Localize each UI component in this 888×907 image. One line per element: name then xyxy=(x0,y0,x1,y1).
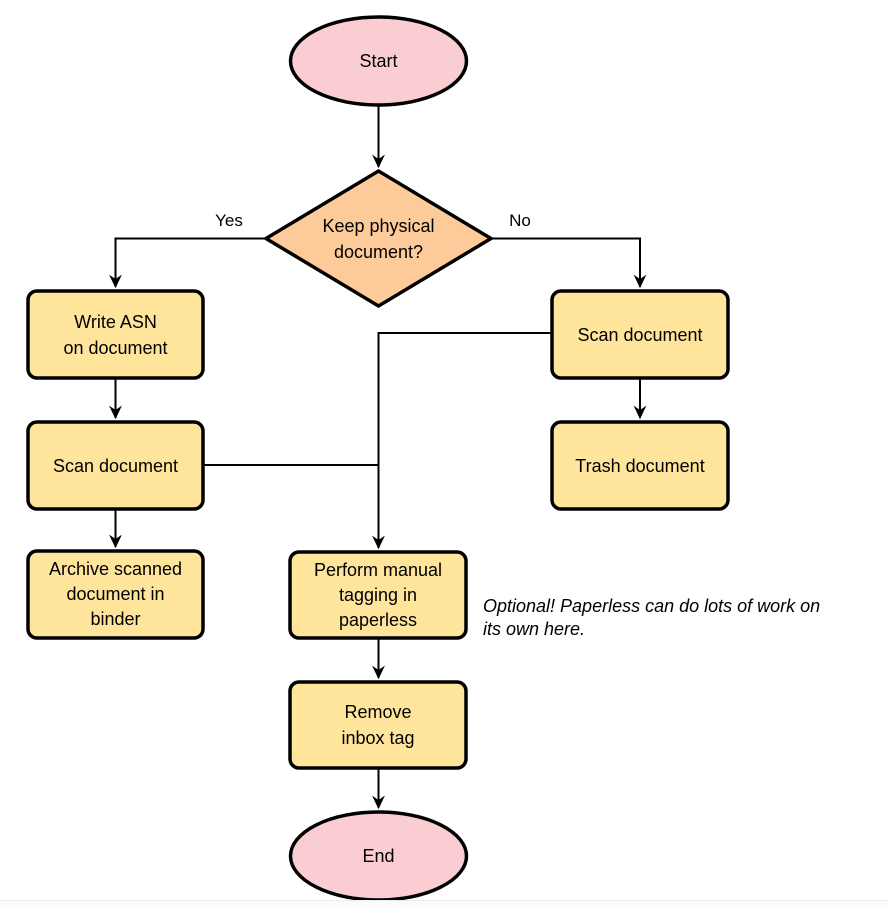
scan-right-shape xyxy=(550,289,730,380)
trash-shape xyxy=(550,420,730,511)
tagging-shape xyxy=(288,550,468,640)
decision-diamond-shape xyxy=(262,168,495,309)
optional-note: Optional! Paperless can do lots of work … xyxy=(483,596,821,639)
edge-decision-yes-to-write-asn xyxy=(109,237,266,289)
start-terminator-shape xyxy=(288,15,469,107)
archive-shape xyxy=(26,549,205,640)
edge-decision-no-to-scan-right xyxy=(490,237,647,289)
edge-label-yes: Yes xyxy=(215,211,243,230)
remove-inbox-shape xyxy=(288,680,468,770)
end-terminator-shape xyxy=(288,810,469,902)
scan-left-shape xyxy=(26,420,205,511)
write-asn-shape xyxy=(26,289,205,380)
edge-scan-right-to-tagging xyxy=(372,332,551,550)
page-bottom-edge xyxy=(0,900,888,907)
edge-label-no: No xyxy=(509,211,531,230)
